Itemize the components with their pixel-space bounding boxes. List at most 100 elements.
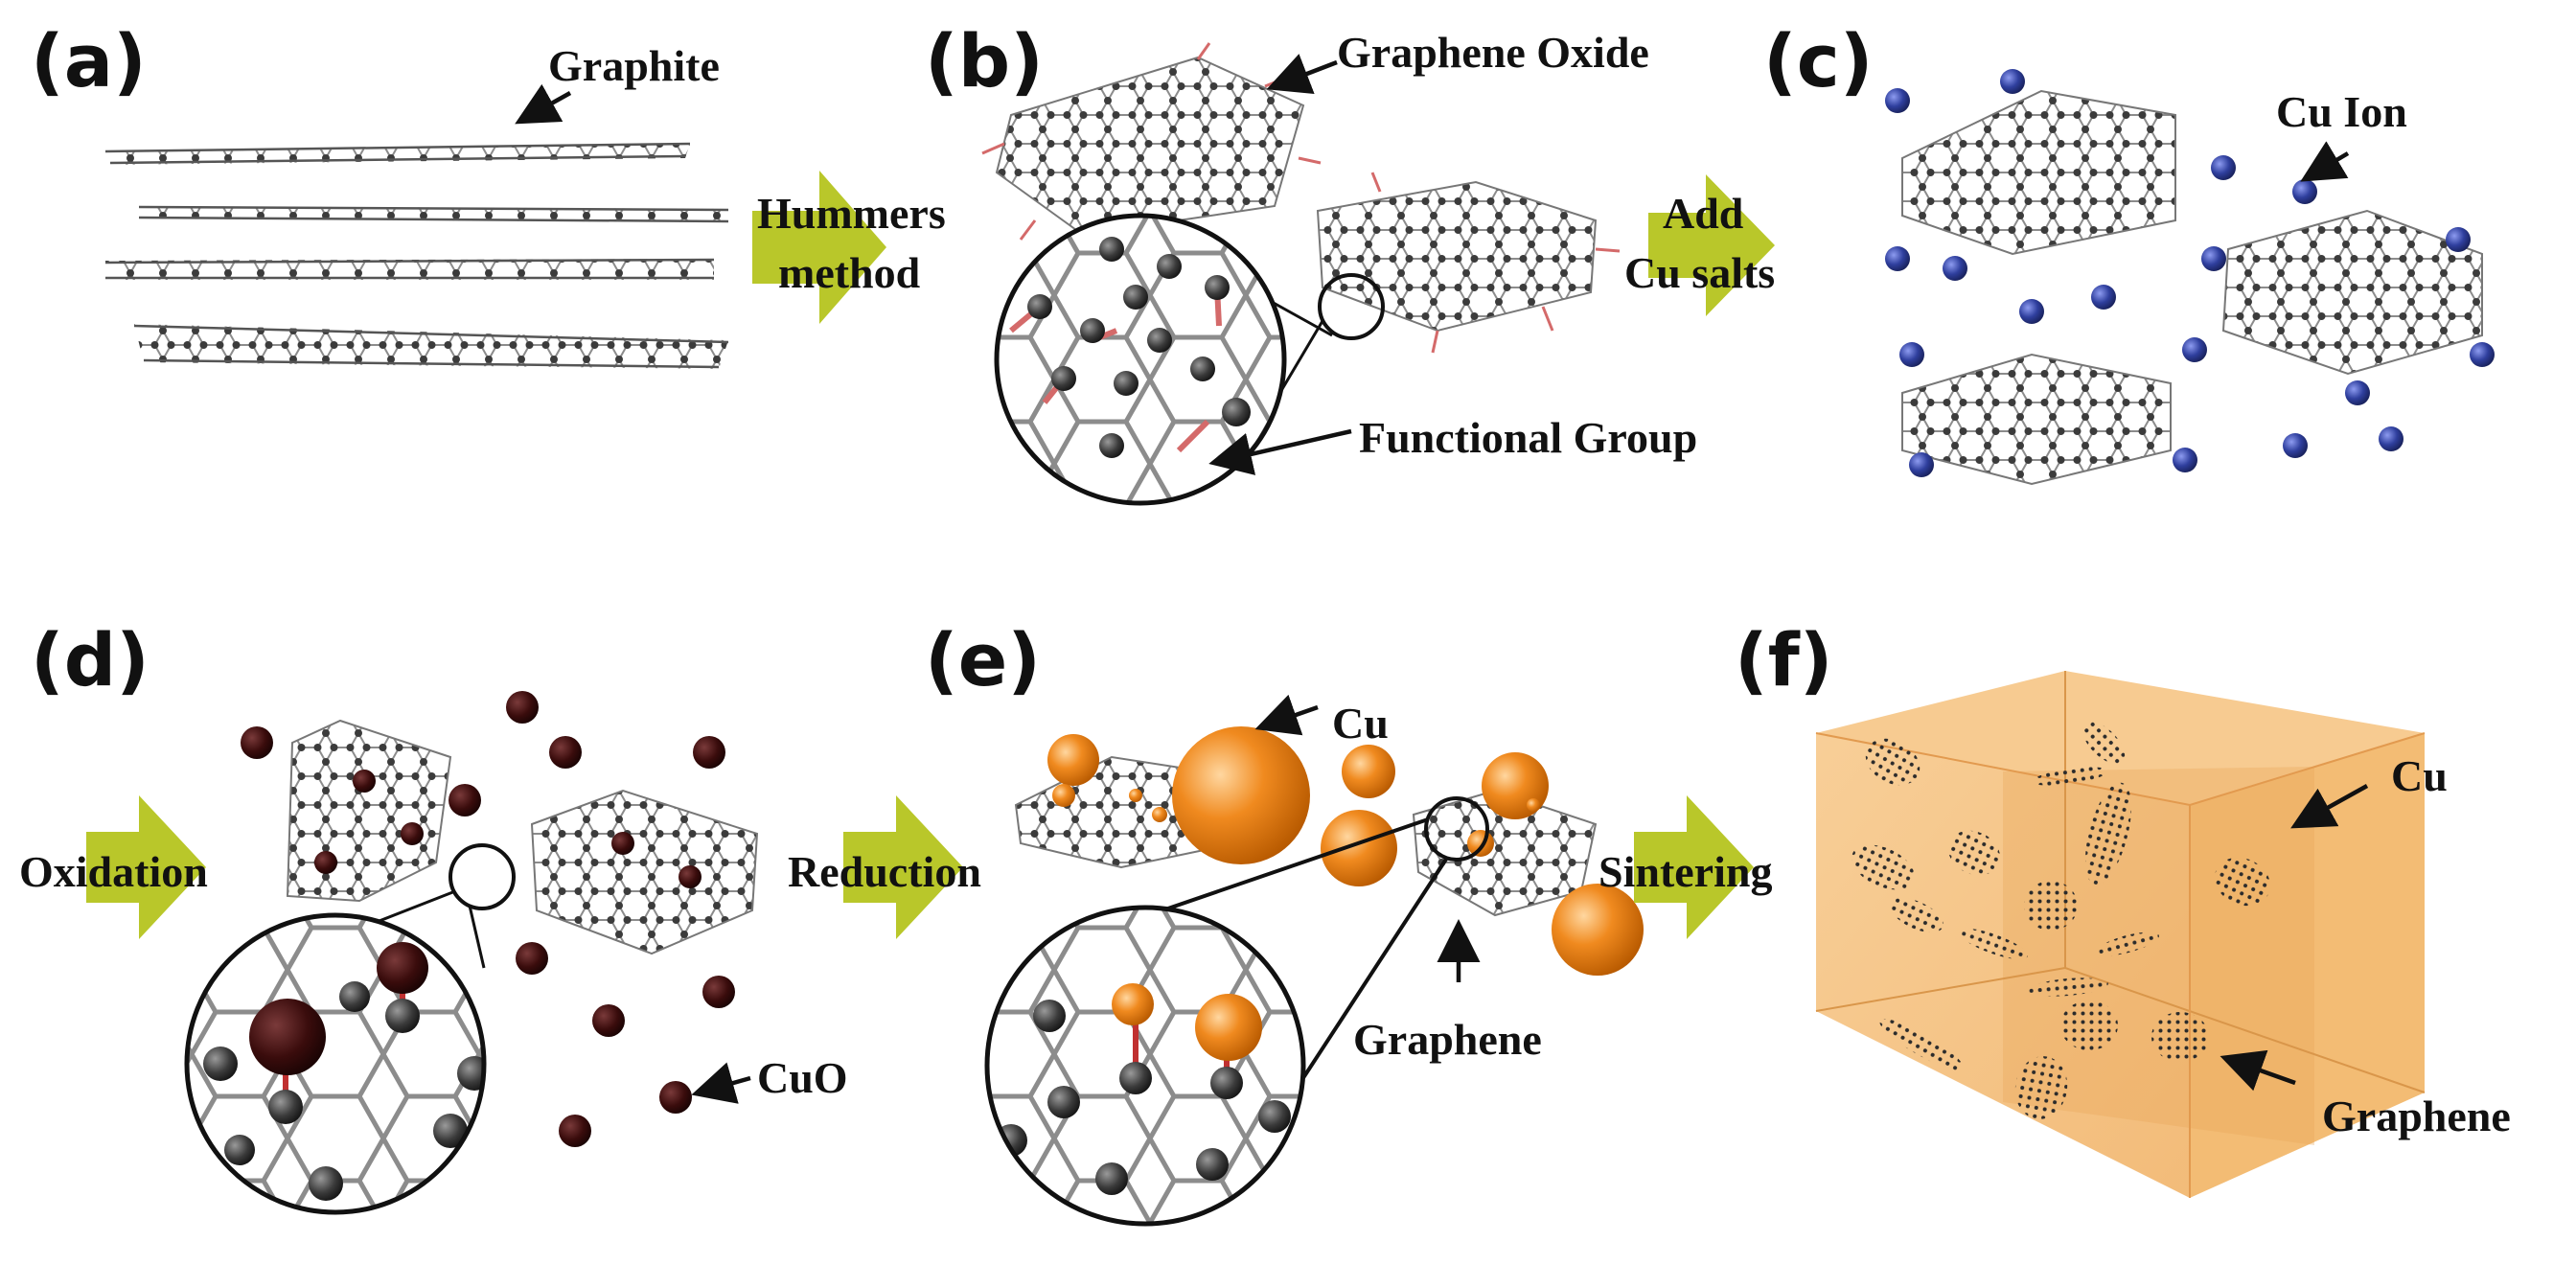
cu-ion: [2019, 299, 2044, 324]
graphite-layer: [138, 205, 729, 223]
process-arrow-sintering: Sintering: [1598, 795, 1772, 939]
panel-e-letter: (e): [925, 617, 1041, 702]
graphene-oxide-sheet-2: [1316, 172, 1621, 354]
cu-ion: [2283, 433, 2308, 458]
zoom-target-circle: [448, 843, 516, 910]
cuo-particle: [314, 851, 337, 874]
graphene-flake: [2014, 1056, 2068, 1119]
cu-particle: [1172, 726, 1310, 864]
graphite-layers: [104, 142, 729, 369]
graphene-flake: [1865, 738, 1920, 786]
cu-ion: [1885, 246, 1910, 271]
graphene-flake: [1879, 1019, 1964, 1070]
cu-ion: [1899, 342, 1924, 367]
functional-group-label: Functional Group: [1359, 413, 1697, 462]
cu-ion: [1943, 256, 1967, 281]
reduction-label: Reduction: [788, 847, 981, 896]
cuo-particles: [241, 691, 735, 1147]
panel-d: (d) Oxidation: [19, 617, 848, 1215]
process-arrow-hummers: Hummers method: [752, 171, 946, 324]
cuo-particle: [241, 726, 273, 759]
cu-ion: [2292, 179, 2317, 204]
cu-ion: [1885, 88, 1910, 113]
cuo-particle: [401, 822, 424, 845]
graphene-flake: [2151, 1012, 2209, 1062]
graphene-flake: [2032, 767, 2108, 786]
panel-c-letter: (c): [1763, 18, 1874, 104]
graphene-oxide-sheet: [1901, 89, 2176, 256]
cuo-particle: [516, 942, 548, 975]
cuo-particle: [659, 1081, 692, 1114]
process-arrow-oxidation: Oxidation: [19, 795, 208, 939]
cu-particle: [1552, 884, 1644, 976]
cu-particle: [1527, 798, 1540, 812]
oxidation-label: Oxidation: [19, 847, 208, 896]
graphene-flake: [1852, 844, 1915, 890]
cu-particle: [1321, 810, 1397, 886]
hummers-label-line2: method: [778, 248, 921, 297]
graphite-layer: [104, 142, 691, 165]
cu-ions: [1885, 69, 2495, 477]
cu-particle: [1129, 789, 1142, 802]
cu-ion: [2379, 426, 2404, 451]
cuo-particle: [592, 1004, 625, 1037]
graphite-label: Graphite: [548, 41, 720, 90]
zoom-target-circle: [1318, 273, 1385, 340]
add-cu-label-line2: Cu salts: [1624, 248, 1775, 297]
graphite-layer: [104, 258, 715, 280]
graphene-flake: [2082, 721, 2126, 765]
cu-matrix-pointer-arrow: [2290, 784, 2369, 829]
graphene-label-f: Graphene: [2322, 1092, 2511, 1140]
panel-b-letter: (b): [925, 18, 1044, 104]
graphene-flake: [2085, 782, 2131, 886]
cu-particles: [1047, 726, 1644, 976]
panel-c: (c) Cu Io: [1763, 18, 2495, 486]
cu-ion: [2446, 227, 2471, 252]
embedded-graphene-flakes: [1852, 721, 2271, 1119]
cuo-zoom-circle: [184, 912, 487, 1215]
graphene-oxide-label: Graphene Oxide: [1337, 28, 1649, 77]
graphene-flake: [2024, 881, 2078, 931]
cuo-particle: [506, 691, 539, 724]
cu-ion: [2201, 246, 2226, 271]
cu-ion-pointer-arrow: [2300, 141, 2350, 182]
cu-ion: [2345, 380, 2370, 405]
graphene-oxide-sheet: [1901, 353, 2172, 486]
graphene-oxide-pointer-arrow: [1266, 54, 1338, 95]
zoom-connector: [468, 905, 486, 969]
graphene-flake: [2028, 978, 2108, 997]
cu-ion-label: Cu Ion: [2276, 87, 2407, 136]
graphene-flake: [1890, 898, 1944, 932]
cuo-particle: [353, 770, 376, 793]
graphene-flake: [2214, 857, 2271, 907]
cuo-label: CuO: [757, 1053, 848, 1102]
functional-group-zoom-circle: [994, 213, 1287, 506]
graphene-flake: [2096, 932, 2159, 956]
cu-particle: [1047, 734, 1099, 786]
cuo-particle: [702, 976, 735, 1008]
cuo-particle: [693, 736, 725, 769]
functional-group-pointer-arrow: [1208, 428, 1352, 475]
panel-e: (e) Cu: [925, 617, 1644, 1227]
cuo-particle: [559, 1115, 591, 1147]
cu-particle: [1052, 784, 1075, 807]
cu-ion: [2182, 337, 2207, 362]
cuo-pointer-arrow: [691, 1062, 751, 1104]
graphene-oxide-sheet: [530, 789, 759, 955]
graphene-pointer-arrow-f: [2220, 1049, 2296, 1092]
cuo-particle: [678, 865, 702, 888]
zoom-target-circle: [1424, 796, 1489, 862]
cu-graphene-zoom-circle: [984, 905, 1306, 1227]
zoom-connector: [1292, 856, 1449, 1094]
cu-particle-label: Cu: [1332, 699, 1389, 748]
cu-particle: [1342, 745, 1395, 798]
panel-a-letter: (a): [31, 18, 147, 104]
add-cu-label-line1: Add: [1663, 189, 1744, 238]
graphene-flake: [2060, 1000, 2118, 1050]
cu-matrix-label: Cu: [2391, 751, 2448, 800]
sintering-label: Sintering: [1598, 847, 1772, 896]
cube-top-face: [1816, 671, 2425, 805]
hummers-label-line1: Hummers: [757, 189, 946, 238]
panel-d-letter: (d): [31, 617, 150, 702]
